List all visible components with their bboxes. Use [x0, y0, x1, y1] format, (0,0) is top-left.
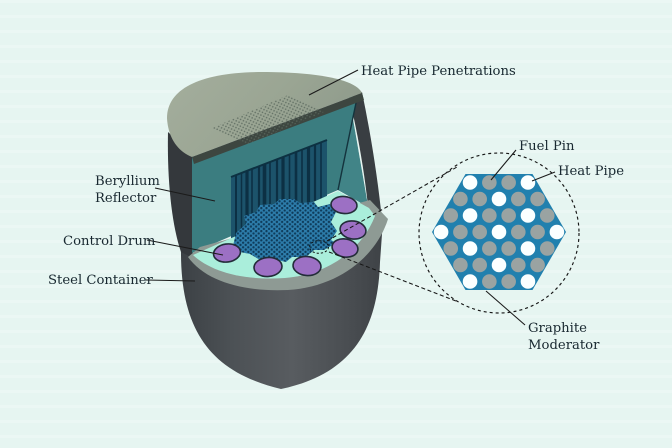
core-cross-section-lattice: [433, 175, 565, 289]
fuel-pin-label: Fuel Pin: [519, 139, 575, 154]
fuel-pin-circle: [453, 224, 468, 240]
fuel-pin-circle: [539, 241, 555, 256]
graphite-moderator-label-line2: Moderator: [528, 338, 600, 353]
heat-pipe-circle: [491, 224, 507, 240]
control-drum: [292, 255, 322, 277]
heat-pipe-circle: [462, 241, 478, 256]
annotations: Heat Pipe Penetrations Beryllium Reflect…: [48, 64, 624, 353]
control-drum: [339, 220, 367, 240]
heat-pipe-circle: [462, 175, 478, 190]
fuel-pin-circle: [501, 175, 516, 190]
heat-pipe-circle: [549, 224, 565, 240]
heat-pipe-circle: [520, 241, 536, 256]
graphite-moderator-leader: [485, 290, 526, 326]
fuel-pin-circle: [511, 191, 526, 207]
fuel-pin-circle: [511, 257, 526, 273]
magnifier-callout: [326, 152, 580, 314]
fuel-pin-circle: [472, 224, 488, 240]
control-drum: [253, 256, 283, 278]
heat-pipe-circle: [520, 274, 536, 289]
fuel-pin-circle: [482, 208, 497, 223]
fuel-pin-circle: [501, 274, 516, 289]
reactor-core-lattice: [233, 199, 337, 262]
control-drum: [330, 195, 358, 215]
fuel-pin-circle: [453, 191, 468, 207]
fuel-pin-circle: [501, 241, 516, 256]
graphite-moderator-label-line1: Graphite: [528, 321, 587, 336]
beryllium-reflector-label-line2: Reflector: [95, 191, 157, 206]
steel-container-upper-right-wall: [349, 92, 382, 220]
control-drum-label: Control Drum: [63, 234, 156, 249]
fuel-pin-circle: [511, 224, 526, 240]
heat-pipe-leader: [531, 171, 556, 182]
fuel-pin-circle: [539, 208, 555, 223]
fuel-pin-circle: [530, 191, 545, 207]
fuel-pin-circle: [453, 257, 468, 273]
steel-container-label: Steel Container: [48, 273, 154, 288]
fuel-pin-circle: [472, 257, 488, 273]
fuel-pin-circle: [482, 175, 497, 190]
fuel-pin-leader: [490, 149, 517, 181]
fuel-pin-circle: [530, 257, 545, 273]
fuel-pin-circle: [501, 208, 516, 223]
heat-pipe-penetrations-leader: [308, 69, 359, 96]
heat-pipe-circle: [491, 257, 507, 273]
heat-pipe-circle: [520, 175, 536, 190]
beryllium-reflector-label-line1: Beryllium: [95, 174, 160, 189]
fuel-pin-circle: [482, 241, 497, 256]
fuel-pin-circle: [443, 241, 459, 256]
fuel-pin-circle: [482, 274, 497, 289]
callout-line-lower: [328, 251, 457, 302]
control-drum: [331, 238, 359, 258]
callout-line-upper: [326, 166, 458, 242]
heat-pipe-circle: [433, 224, 449, 240]
fuel-pin-circle: [530, 224, 545, 240]
control-drum: [212, 243, 242, 263]
fuel-pin-circle: [472, 191, 488, 207]
reactor-cutaway: [167, 72, 388, 389]
fuel-pin-circle: [443, 208, 459, 223]
heat-pipe-label: Heat Pipe: [558, 164, 624, 179]
heat-pipe-circle: [520, 208, 536, 223]
steel-container-leader: [145, 279, 196, 282]
control-drum-leader: [146, 239, 224, 256]
heat-pipe-circle: [462, 208, 478, 223]
magnifier-circle: [418, 152, 580, 314]
magnifier-source-ellipse: [309, 240, 329, 254]
heat-pipe-penetrations-label: Heat Pipe Penetrations: [361, 64, 516, 79]
beryllium-reflector-leader: [154, 187, 216, 202]
heat-pipe-circle: [462, 274, 478, 289]
steel-container-upper-left-wall: [167, 132, 193, 258]
wedge-corner-edge: [337, 97, 358, 191]
beryllium-reflector-right-face-fill: [338, 96, 368, 206]
heat-pipe-circle: [491, 191, 507, 207]
control-drums: [212, 195, 367, 278]
